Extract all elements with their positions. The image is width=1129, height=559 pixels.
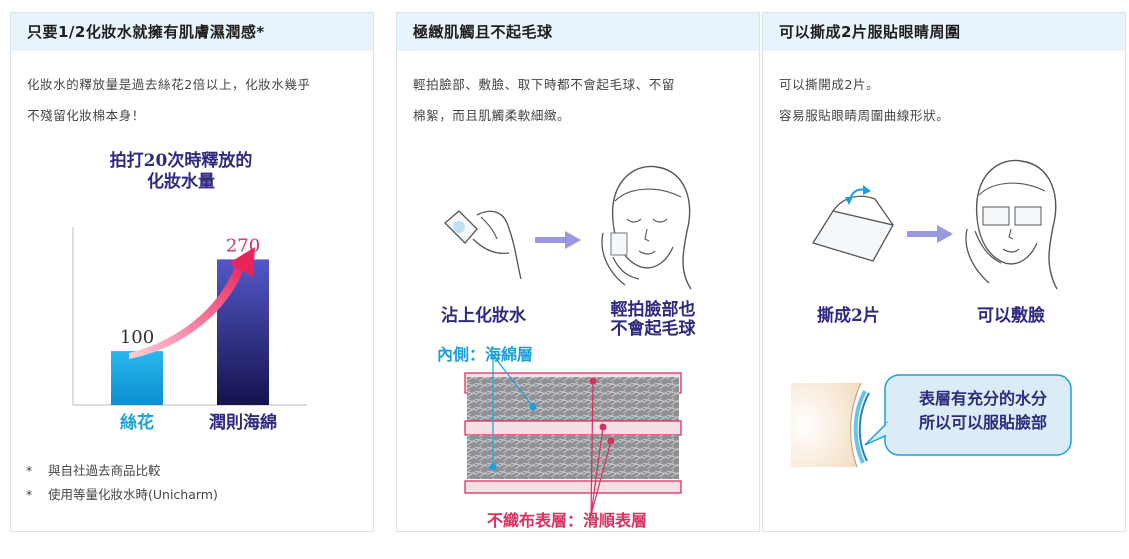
- description-line: 輕拍臉部、敷臉、取下時都不會起毛球、不留: [413, 77, 676, 92]
- face-eye-pad-illustration: [965, 159, 1058, 290]
- growth-arrow-icon: [129, 261, 245, 359]
- footnote-text: 使用等量化妝水時(Unicharm): [48, 487, 218, 502]
- description-line: 棉絮，而且肌觸柔軟細緻。: [413, 108, 571, 123]
- chart-title-line: 化妝水量: [147, 172, 215, 192]
- panel-title: 極緻肌觸且不起毛球: [397, 13, 759, 51]
- arrow-right-icon: [907, 225, 953, 243]
- face-patting-illustration: [601, 165, 692, 290]
- hand-bottle-illustration: [444, 210, 522, 280]
- speech-bubble-shape: [864, 374, 1072, 456]
- bar-value-label: 100: [120, 327, 154, 348]
- category-label: 絲花: [120, 412, 154, 433]
- skin-closeup-illustration: [791, 382, 870, 468]
- footnote: * 使用等量化妝水時(Unicharm): [26, 483, 218, 507]
- description-line: 不殘留化妝棉本身！: [27, 108, 145, 123]
- bubble-line: 所以可以服貼臉部: [918, 413, 1047, 432]
- footnote: * 與自社過去商品比較: [26, 459, 218, 483]
- chart-title-line: 拍打20次時釋放的: [109, 151, 253, 171]
- footnote-mark: *: [26, 463, 33, 478]
- footnotes: * 與自社過去商品比較 * 使用等量化妝水時(Unicharm): [26, 459, 218, 507]
- bubble-line: 表層有充分的水分: [918, 389, 1047, 408]
- growth-arrowhead-icon: [229, 247, 255, 277]
- panel-release-amount: 只要1/2化妝水就擁有肌膚濕潤感* 化妝水的釋放量是過去絲花2倍以上，化妝水幾乎…: [10, 12, 374, 532]
- chart-title: 拍打20次時釋放的 化妝水量: [81, 151, 281, 193]
- step-label-split: 撕成2片: [817, 306, 880, 326]
- description-line: 容易服貼眼睛周圍曲線形狀。: [779, 108, 950, 123]
- panel-title: 可以撕成2片服貼眼睛周圍: [763, 13, 1125, 51]
- step-label-line: 不會起毛球: [610, 319, 696, 339]
- bar-絲花: [111, 351, 163, 405]
- step-label-apply: 沾上化妝水: [441, 306, 526, 326]
- split-pad-illustration: [811, 185, 894, 262]
- speech-bubble-text: 表層有充分的水分 所以可以服貼臉部: [903, 387, 1063, 435]
- panel-title: 只要1/2化妝水就擁有肌膚濕潤感*: [11, 13, 373, 51]
- layer-structure-diagram: [464, 354, 682, 516]
- panel-description: 化妝水的釋放量是過去絲花2倍以上，化妝水幾乎 不殘留化妝棉本身！: [27, 69, 363, 131]
- panel-split-two: 可以撕成2片服貼眼睛周圍 可以撕開成2片。 容易服貼眼睛周圍曲線形狀。 撕成2片…: [762, 12, 1126, 532]
- outer-layer-label: 不織布表層：滑順表層: [487, 511, 648, 530]
- bar-value-label: 270: [226, 235, 260, 256]
- bar-chart: 100 絲花 270 潤則海綿: [72, 227, 307, 433]
- category-label: 潤則海綿: [209, 412, 277, 433]
- description-line: 化妝水的釋放量是過去絲花2倍以上，化妝水幾乎: [27, 77, 311, 92]
- panel-description: 輕拍臉部、敷臉、取下時都不會起毛球、不留 棉絮，而且肌觸柔軟細緻。: [413, 69, 749, 131]
- step-label-mask: 可以敷臉: [977, 306, 1045, 326]
- panel-no-pilling: 極緻肌觸且不起毛球 輕拍臉部、敷臉、取下時都不會起毛球、不留 棉絮，而且肌觸柔軟…: [396, 12, 760, 532]
- inner-layer-label: 內側：海綿層: [437, 345, 534, 364]
- arrow-right-icon: [535, 231, 581, 249]
- step-label-line: 輕拍臉部也: [610, 300, 696, 320]
- bar-潤則海綿: [217, 259, 269, 405]
- footnote-mark: *: [26, 487, 33, 502]
- description-line: 可以撕開成2片。: [779, 77, 880, 92]
- panel-description: 可以撕開成2片。 容易服貼眼睛周圍曲線形狀。: [779, 69, 1115, 131]
- footnote-text: 與自社過去商品比較: [48, 463, 161, 478]
- step-label-pat: 輕拍臉部也 不會起毛球: [593, 301, 713, 339]
